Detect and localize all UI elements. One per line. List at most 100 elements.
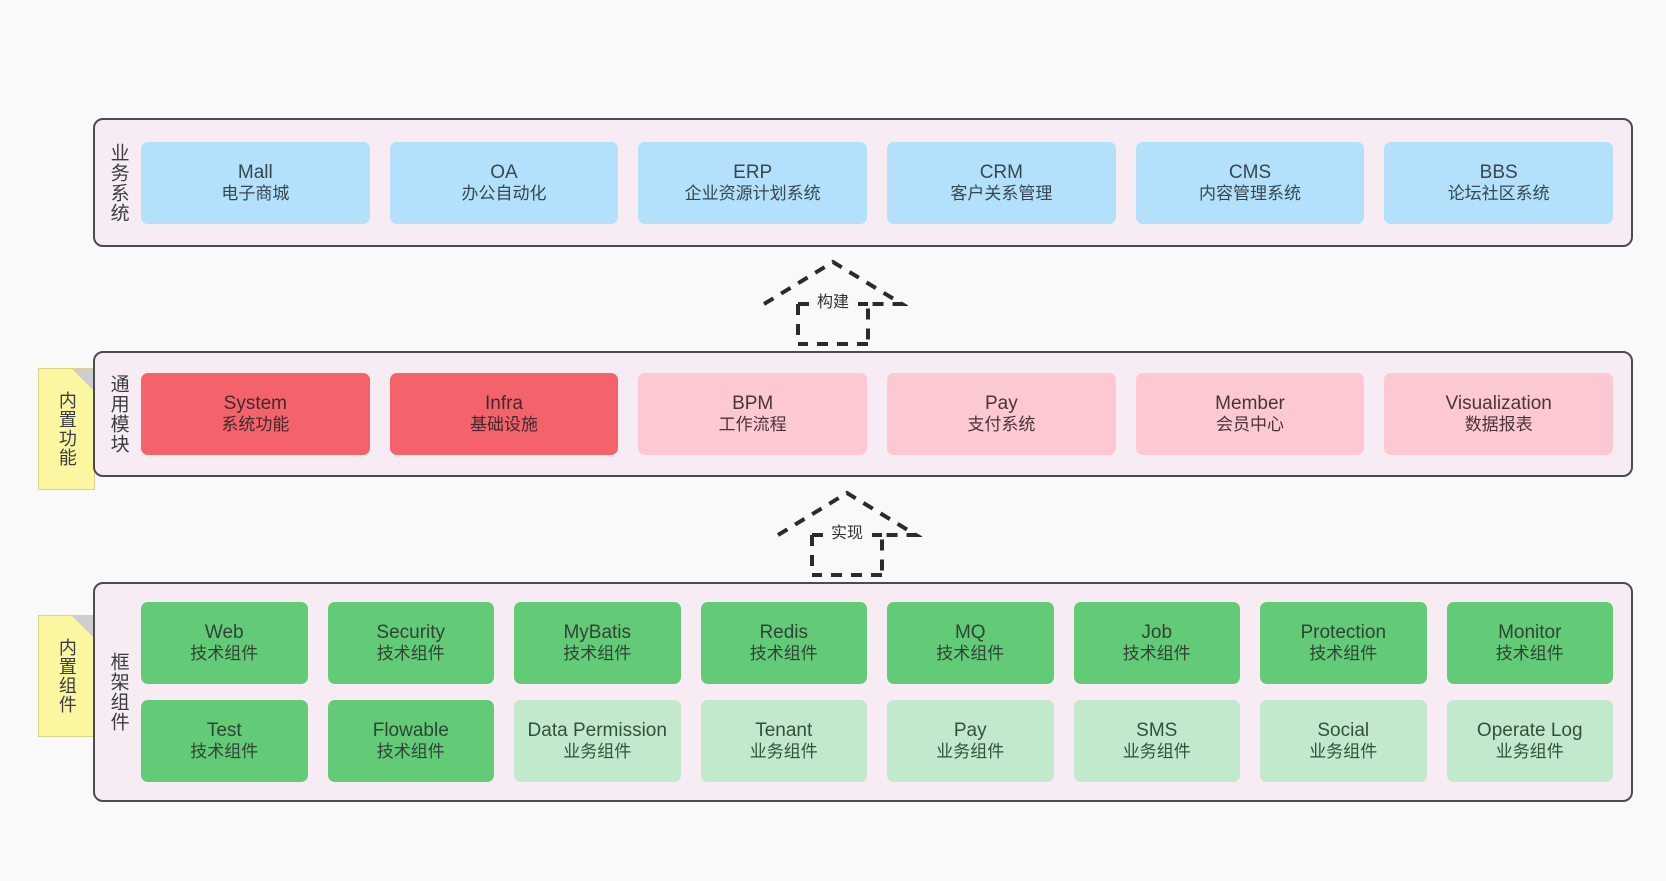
card-title: Data Permission xyxy=(527,720,667,742)
card-title: Test xyxy=(206,720,242,742)
card-subtitle: 技术组件 xyxy=(376,644,445,664)
framework-business-row: Test 技术组件 Flowable 技术组件 Data Permission … xyxy=(141,700,1613,782)
card-title: BPM xyxy=(732,393,774,415)
note-label: 内置功能 xyxy=(56,391,77,467)
card-subtitle: 内容管理系统 xyxy=(1199,183,1302,203)
card-test[interactable]: Test 技术组件 xyxy=(141,700,308,782)
card-title: Pay xyxy=(953,720,987,742)
card-title: Social xyxy=(1317,720,1370,742)
connector-build: 构建 xyxy=(758,258,908,346)
card-security[interactable]: Security 技术组件 xyxy=(327,602,494,684)
card-title: Pay xyxy=(984,393,1018,415)
card-title: CMS xyxy=(1228,161,1272,183)
card-subtitle: 技术组件 xyxy=(1309,644,1378,664)
card-subtitle: 论坛社区系统 xyxy=(1447,183,1550,203)
card-cms[interactable]: CMS 内容管理系统 xyxy=(1135,141,1365,224)
card-subtitle: 客户关系管理 xyxy=(950,183,1053,203)
note-fold-icon xyxy=(72,369,94,391)
card-subtitle: 技术组件 xyxy=(376,742,445,762)
layer-module-caption: 通用模块 xyxy=(107,374,129,454)
card-title: ERP xyxy=(733,161,773,183)
card-title: Protection xyxy=(1300,622,1387,644)
card-subtitle: 技术组件 xyxy=(936,644,1005,664)
card-subtitle: 业务组件 xyxy=(1495,742,1564,762)
layer-framework-components[interactable]: 框架组件 Web 技术组件 Security 技术组件 MyBatis 技术组件… xyxy=(93,582,1633,802)
note-builtin-features: 内置功能 xyxy=(38,368,95,490)
layer-business-caption: 业务系统 xyxy=(107,142,129,223)
card-social[interactable]: Social 业务组件 xyxy=(1260,700,1427,782)
layer-common-modules[interactable]: 通用模块 System 系统功能 Infra 基础设施 BPM 工作流程 Pay… xyxy=(93,351,1633,477)
card-subtitle: 电子商城 xyxy=(221,183,290,203)
business-card-row: Mall 电子商城 OA 办公自动化 ERP 企业资源计划系统 CRM 客户关系… xyxy=(141,141,1614,224)
card-operate-log[interactable]: Operate Log 业务组件 xyxy=(1446,700,1613,782)
layer-framework-caption: 框架组件 xyxy=(107,652,129,732)
card-subtitle: 办公自动化 xyxy=(461,183,547,203)
card-oa[interactable]: OA 办公自动化 xyxy=(389,141,619,224)
card-title: MQ xyxy=(954,622,986,644)
card-title: Web xyxy=(204,622,244,644)
card-title: CRM xyxy=(979,161,1023,183)
card-protection[interactable]: Protection 技术组件 xyxy=(1260,602,1427,684)
card-bpm[interactable]: BPM 工作流程 xyxy=(638,373,868,455)
card-title: Tenant xyxy=(755,720,813,742)
card-title: Mall xyxy=(237,161,273,183)
card-member[interactable]: Member 会员中心 xyxy=(1135,373,1365,455)
card-subtitle: 数据报表 xyxy=(1464,415,1533,435)
connector-implement-label: 实现 xyxy=(827,519,867,543)
layer-module-body: System 系统功能 Infra 基础设施 BPM 工作流程 Pay 支付系统… xyxy=(141,353,1631,475)
note-label: 内置组件 xyxy=(56,638,77,714)
card-title: MyBatis xyxy=(563,622,632,644)
card-title: Security xyxy=(376,622,446,644)
module-card-row: System 系统功能 Infra 基础设施 BPM 工作流程 Pay 支付系统… xyxy=(141,373,1614,455)
card-erp[interactable]: ERP 企业资源计划系统 xyxy=(638,141,868,224)
framework-tech-row: Web 技术组件 Security 技术组件 MyBatis 技术组件 Redi… xyxy=(141,602,1613,684)
card-mybatis[interactable]: MyBatis 技术组件 xyxy=(514,602,681,684)
card-infra[interactable]: Infra 基础设施 xyxy=(389,373,619,455)
card-title: BBS xyxy=(1479,161,1518,183)
card-subtitle: 技术组件 xyxy=(190,742,259,762)
note-fold-icon xyxy=(72,616,94,638)
card-title: Member xyxy=(1215,393,1285,415)
layer-framework-body: Web 技术组件 Security 技术组件 MyBatis 技术组件 Redi… xyxy=(141,584,1631,800)
card-subtitle: 技术组件 xyxy=(749,644,818,664)
card-title: SMS xyxy=(1136,720,1178,742)
card-sms[interactable]: SMS 业务组件 xyxy=(1073,700,1240,782)
card-subtitle: 会员中心 xyxy=(1216,415,1285,435)
card-mq[interactable]: MQ 技术组件 xyxy=(887,602,1054,684)
card-visualization[interactable]: Visualization 数据报表 xyxy=(1384,373,1614,455)
card-redis[interactable]: Redis 技术组件 xyxy=(700,602,867,684)
card-web[interactable]: Web 技术组件 xyxy=(141,602,308,684)
card-job[interactable]: Job 技术组件 xyxy=(1073,602,1240,684)
card-title: Operate Log xyxy=(1476,720,1583,742)
card-system[interactable]: System 系统功能 xyxy=(141,373,370,455)
card-subtitle: 基础设施 xyxy=(470,415,538,435)
card-title: Job xyxy=(1141,622,1173,644)
card-data-permission[interactable]: Data Permission 业务组件 xyxy=(514,700,681,782)
card-pay-module[interactable]: Pay 支付系统 xyxy=(887,373,1116,455)
card-subtitle: 业务组件 xyxy=(1309,742,1378,762)
card-mall[interactable]: Mall 电子商城 xyxy=(141,141,370,224)
card-monitor[interactable]: Monitor 技术组件 xyxy=(1446,602,1613,684)
card-subtitle: 技术组件 xyxy=(563,644,632,664)
card-tenant[interactable]: Tenant 业务组件 xyxy=(700,700,867,782)
card-bbs[interactable]: BBS 论坛社区系统 xyxy=(1384,141,1614,224)
card-subtitle: 系统功能 xyxy=(221,415,290,435)
card-title: OA xyxy=(490,161,518,183)
card-subtitle: 业务组件 xyxy=(563,742,632,762)
card-subtitle: 业务组件 xyxy=(936,742,1005,762)
card-subtitle: 技术组件 xyxy=(1495,644,1564,664)
card-title: System xyxy=(223,393,288,415)
card-subtitle: 业务组件 xyxy=(749,742,818,762)
card-crm[interactable]: CRM 客户关系管理 xyxy=(887,141,1116,224)
card-subtitle: 技术组件 xyxy=(1122,644,1191,664)
card-title: Infra xyxy=(484,393,524,415)
card-title: Monitor xyxy=(1498,622,1562,644)
card-subtitle: 业务组件 xyxy=(1122,742,1191,762)
layer-business-body: Mall 电子商城 OA 办公自动化 ERP 企业资源计划系统 CRM 客户关系… xyxy=(141,120,1631,245)
card-pay-component[interactable]: Pay 业务组件 xyxy=(887,700,1054,782)
card-title: Redis xyxy=(759,622,809,644)
card-flowable[interactable]: Flowable 技术组件 xyxy=(327,700,494,782)
note-builtin-components: 内置组件 xyxy=(38,615,95,737)
layer-business-systems[interactable]: 业务系统 Mall 电子商城 OA 办公自动化 ERP 企业资源计划系统 CRM… xyxy=(93,118,1633,247)
